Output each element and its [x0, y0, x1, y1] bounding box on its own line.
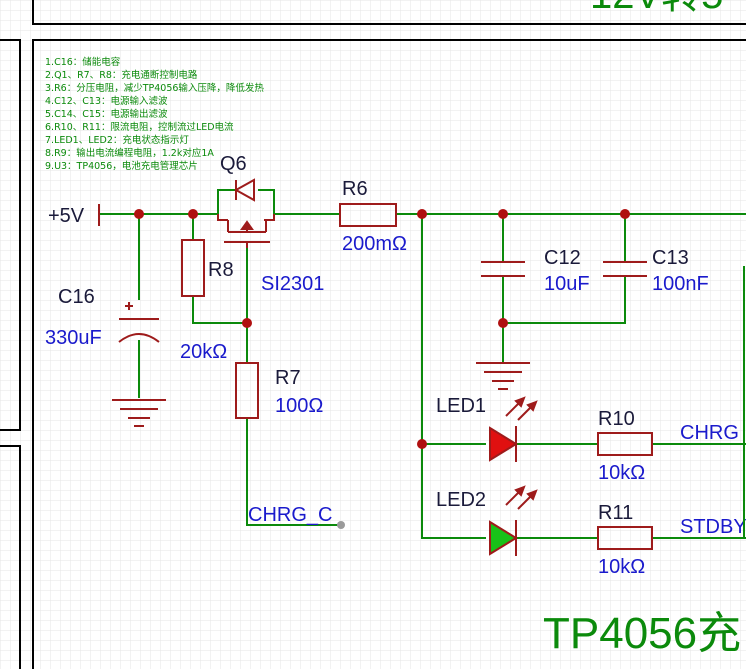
note-5: 5.C14、C15：电源输出滤波 — [45, 108, 168, 120]
r11-ref: R11 — [598, 502, 633, 524]
c12-value: 10uF — [544, 273, 590, 295]
sheet-title-fragment: TP4056充 — [543, 609, 741, 658]
net-label-chrg-c[interactable]: CHRG_C — [248, 504, 345, 529]
top-sheet-title-fragment: 12V转5 — [590, 0, 723, 17]
led1-triangle — [489, 426, 518, 462]
capacitor-c13[interactable]: C13 100nF — [603, 247, 709, 295]
led-led1[interactable]: LED1 — [436, 395, 538, 462]
r7-value: 100Ω — [275, 395, 323, 417]
junctions — [134, 209, 630, 449]
resistor-r11[interactable]: R11 10kΩ — [597, 502, 653, 578]
led1-ref: LED1 — [436, 395, 486, 417]
ground-symbol-c12 — [476, 362, 530, 390]
note-3: 3.R6：分压电阻，减少TP4056输入压降，降低发热 — [45, 82, 264, 94]
resistor-r10[interactable]: R10 10kΩ — [597, 408, 653, 484]
capacitor-c16[interactable]: C16 330uF — [45, 286, 160, 349]
q6-ref: Q6 — [220, 153, 247, 175]
r7-ref: R7 — [275, 367, 301, 389]
net-chrg-c-text: CHRG_C — [248, 504, 332, 526]
note-2: 2.Q1、R7、R8：充电通断控制电路 — [45, 69, 198, 81]
r6-value: 200mΩ — [342, 233, 407, 255]
wires — [100, 189, 746, 539]
net-label-stdby[interactable]: STDBY — [680, 516, 746, 538]
r6-ref: R6 — [342, 178, 368, 200]
r8-value: 20kΩ — [180, 341, 227, 363]
c13-ref: C13 — [652, 247, 689, 269]
led-led2[interactable]: LED2 — [436, 485, 538, 556]
note-8: 8.R9：输出电流编程电阻，1.2k对应1A — [45, 147, 214, 159]
note-1: 1.C16：储能电容 — [45, 56, 121, 68]
r10-value: 10kΩ — [598, 462, 645, 484]
led2-triangle — [489, 520, 518, 556]
q6-value: SI2301 — [261, 273, 324, 295]
r10-ref: R10 — [598, 408, 635, 430]
c16-value: 330uF — [45, 327, 102, 349]
note-6: 6.R10、R11：限流电阻，控制流过LED电流 — [45, 121, 234, 133]
c16-ref: C16 — [58, 286, 95, 308]
note-4: 4.C12、C13：电源输入滤波 — [45, 95, 168, 107]
resistor-r8[interactable]: R8 20kΩ — [180, 239, 234, 363]
design-notes: 1.C16：储能电容 2.Q1、R7、R8：充电通断控制电路 3.R6：分压电阻… — [45, 56, 264, 172]
note-7: 7.LED1、LED2：充电状态指示灯 — [45, 134, 189, 146]
ground-symbol-c16 — [112, 399, 166, 427]
led2-ref: LED2 — [436, 489, 486, 511]
note-9: 9.U3：TP4056，电池充电管理芯片 — [45, 160, 198, 172]
c13-value: 100nF — [652, 273, 709, 295]
resistor-r6[interactable]: R6 200mΩ — [339, 178, 407, 255]
resistor-r7[interactable]: R7 100Ω — [235, 362, 323, 419]
mosfet-q6[interactable]: Q6 SI2301 — [217, 153, 324, 295]
net-label-chrg[interactable]: CHRG — [680, 422, 739, 444]
r11-value: 10kΩ — [598, 556, 645, 578]
led2-light-arrows — [505, 485, 538, 510]
capacitor-c12[interactable]: C12 10uF — [481, 247, 590, 295]
led1-light-arrows — [505, 396, 538, 421]
r8-ref: R8 — [208, 259, 234, 281]
power-port-label: +5V — [48, 205, 85, 227]
c12-ref: C12 — [544, 247, 581, 269]
power-port-5v[interactable]: +5V — [48, 204, 100, 227]
